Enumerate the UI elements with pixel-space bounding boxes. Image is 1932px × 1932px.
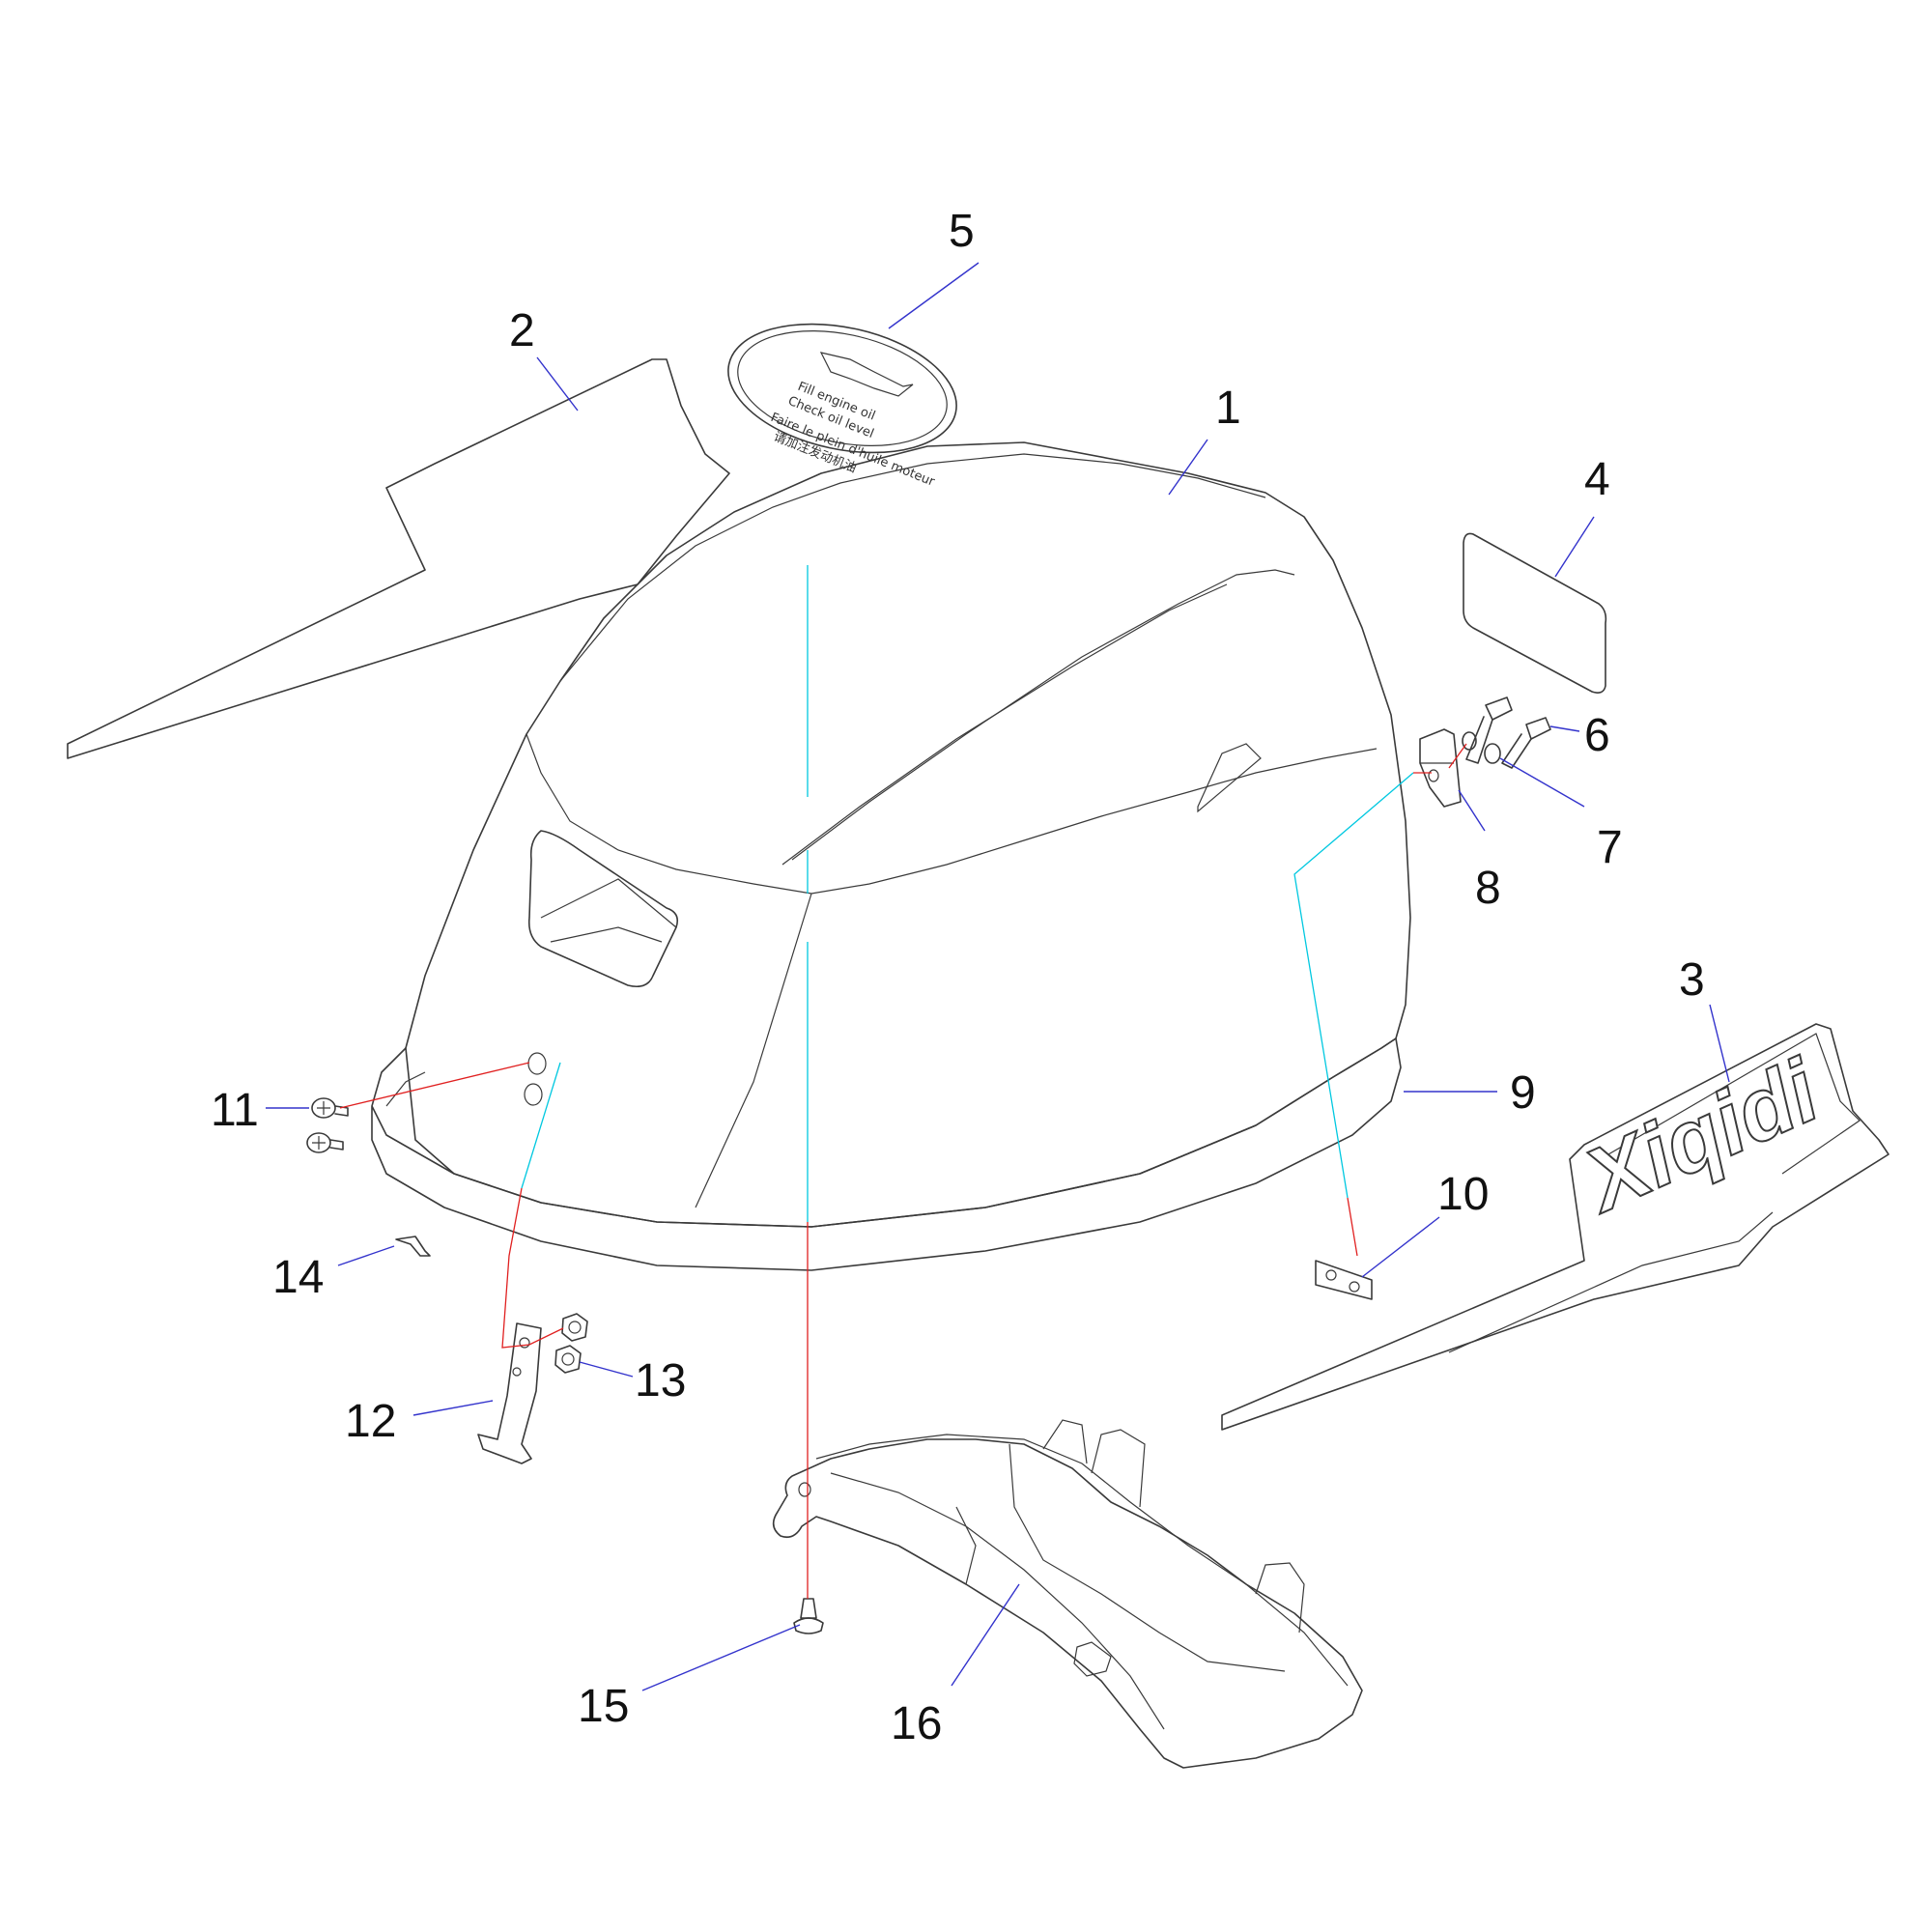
part-8-bracket	[1419, 728, 1462, 808]
part-9-rim-seal	[371, 1037, 1402, 1271]
part-1-upper-cowl	[405, 441, 1411, 1228]
leader-6	[1549, 725, 1580, 732]
callout-8: 8	[1475, 863, 1501, 914]
callout-9: 9	[1510, 1067, 1536, 1119]
brand-logo-text: Xiqidi	[1567, 1040, 1834, 1232]
part-13-nuts	[554, 1313, 588, 1374]
part-6-bolts	[1465, 696, 1551, 769]
leader-2	[536, 356, 579, 412]
assembly-line-cyan-bracket-12	[521, 1062, 561, 1189]
assembly-line-cyan-bracket-8	[1293, 772, 1414, 1199]
callout-2: 2	[509, 305, 535, 356]
leader-4	[1554, 516, 1595, 578]
leader-lines	[266, 262, 1730, 1691]
part-11-screws	[306, 1097, 349, 1153]
part-14-clip	[395, 1236, 431, 1257]
part-12-bracket	[477, 1322, 542, 1464]
oil-can-icon	[819, 352, 914, 397]
leader-1	[1168, 439, 1208, 496]
callout-13: 13	[635, 1355, 686, 1406]
callout-labels: 1 2 3 4 5 6 7 8 9 10 11 12 13 14 15 16	[211, 206, 1705, 1749]
leader-3	[1709, 1004, 1730, 1083]
assembly-line-red-screw-11	[339, 1062, 530, 1109]
callout-12: 12	[345, 1396, 396, 1447]
callout-11: 11	[211, 1085, 259, 1136]
callout-14: 14	[272, 1252, 324, 1303]
leader-10	[1361, 1216, 1440, 1278]
callout-7: 7	[1597, 822, 1623, 873]
part-5-oil-decal: Fill engine oil Check oil level Faire le…	[727, 323, 957, 490]
leader-5	[888, 262, 980, 329]
callout-4: 4	[1584, 454, 1610, 505]
callout-5: 5	[949, 206, 975, 257]
part-16-lower-pan	[772, 1419, 1363, 1769]
leader-8	[1458, 789, 1486, 832]
part-15-screw	[793, 1598, 824, 1634]
callout-15: 15	[578, 1681, 629, 1732]
leader-7	[1499, 757, 1585, 808]
leader-13	[579, 1361, 634, 1378]
part-2-left-decal	[67, 358, 730, 759]
callout-3: 3	[1679, 954, 1705, 1006]
part-10-plate	[1315, 1260, 1373, 1300]
assembly-line-red-bracket-12	[501, 1187, 564, 1349]
callout-6: 6	[1584, 710, 1610, 761]
callout-1: 1	[1215, 383, 1241, 434]
leader-12	[412, 1400, 494, 1416]
assembly-line-red-plate-10	[1347, 743, 1467, 1257]
part-7-washers	[1462, 731, 1501, 764]
leader-14	[337, 1245, 395, 1266]
leader-15	[641, 1624, 801, 1691]
part-4-label-plate	[1463, 532, 1607, 694]
leader-16	[951, 1583, 1020, 1687]
callout-10: 10	[1437, 1169, 1489, 1220]
callout-16: 16	[891, 1698, 942, 1749]
assembly-lines	[339, 565, 1467, 1599]
